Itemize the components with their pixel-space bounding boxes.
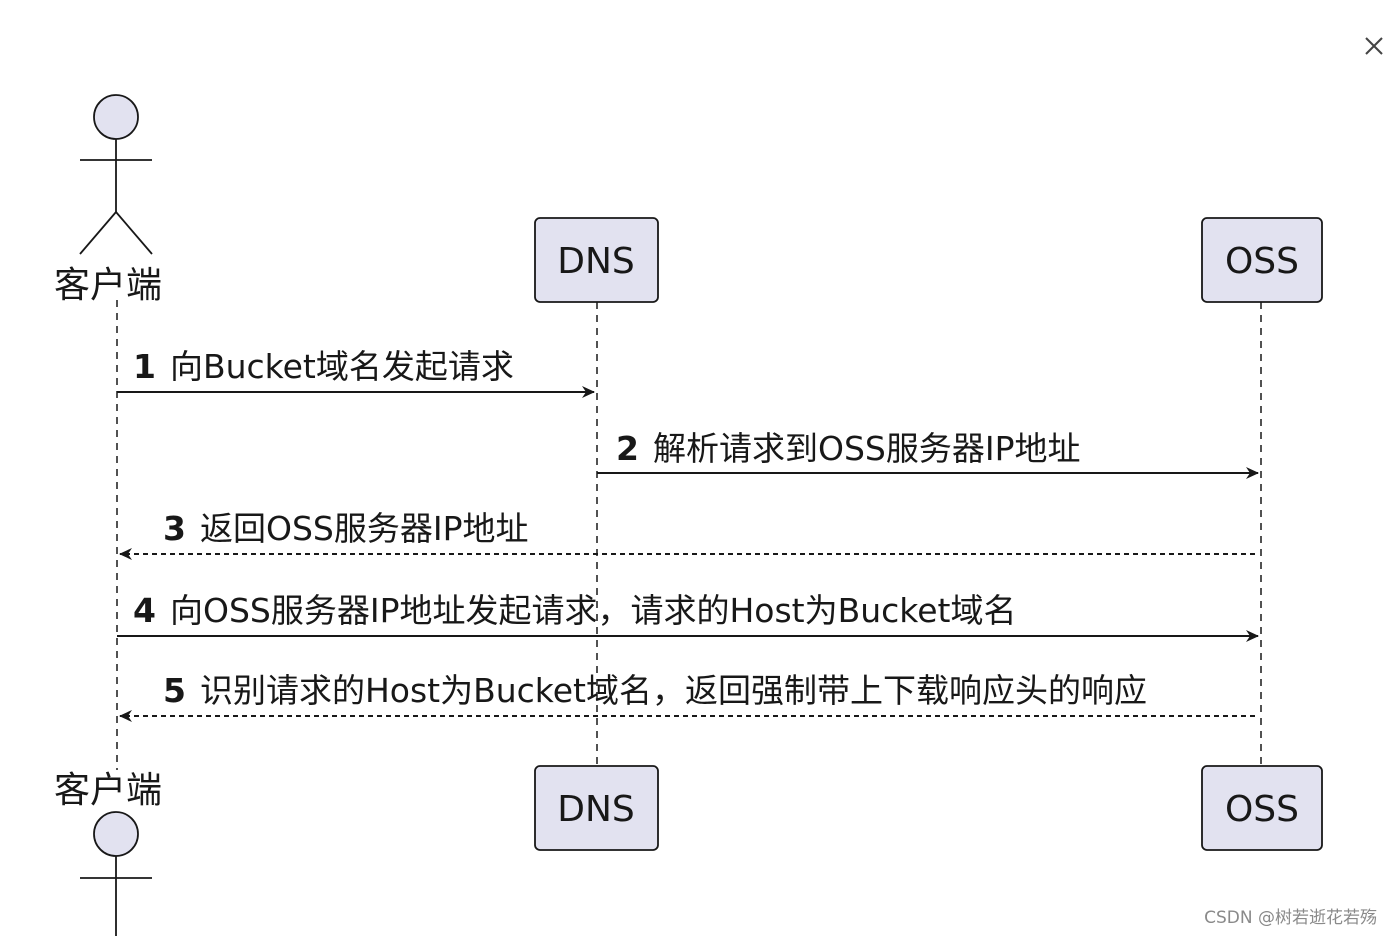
oss-label-top: OSS: [1225, 241, 1299, 282]
dns-label-bottom: DNS: [557, 789, 635, 830]
actor-icon: [93, 94, 139, 140]
oss-label-bottom: OSS: [1225, 789, 1299, 830]
dns-label-top: DNS: [557, 241, 635, 282]
oss-box-bottom: OSS: [1201, 765, 1323, 851]
client-label-top: 客户端: [54, 265, 162, 306]
dns-box-top: DNS: [534, 217, 659, 303]
oss-box-top: OSS: [1201, 217, 1323, 303]
client-label-bottom: 客户端: [54, 770, 162, 811]
close-button[interactable]: [1360, 32, 1388, 60]
client-actor-bottom: 客户端: [54, 770, 162, 936]
close-icon: [1365, 37, 1383, 55]
client-actor-top: 客户端: [54, 94, 162, 306]
actor-icon: [93, 811, 139, 857]
watermark: CSDN @树若逝花若殇: [1204, 908, 1377, 928]
dns-box-bottom: DNS: [534, 765, 659, 851]
